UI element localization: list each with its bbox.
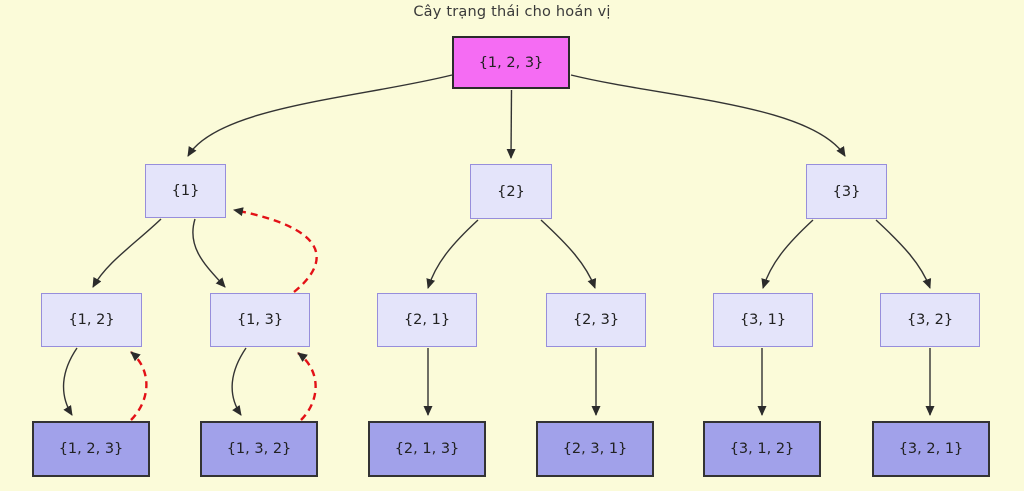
backtrack-edge-13-to-1: [233, 207, 318, 293]
edge-root-to-2: [506, 89, 516, 159]
leaf-3-2-1: {3, 2, 1}: [872, 421, 990, 477]
edge-1-to-12: [92, 218, 162, 288]
leaf-2-3-1: {2, 3, 1}: [536, 421, 654, 477]
edge-13-to-132: [231, 347, 247, 416]
node-2-1: {2, 1}: [377, 293, 477, 347]
edge-root-to-3: [570, 74, 846, 157]
leaf-1-2-3: {1, 2, 3}: [32, 421, 150, 477]
node-1-2: {1, 2}: [41, 293, 142, 347]
edge-2-to-23: [540, 219, 597, 289]
edge-3-to-31: [761, 219, 814, 289]
edge-3-to-32: [875, 219, 932, 289]
node-1-3: {1, 3}: [210, 293, 310, 347]
node-1: {1}: [145, 164, 226, 218]
node-3-1: {3, 1}: [713, 293, 813, 347]
leaf-3-1-2: {3, 1, 2}: [703, 421, 821, 477]
backtrack-edge-132-to-13: [297, 352, 317, 421]
edge-root-to-1: [187, 74, 453, 157]
edge-12-to-123: [62, 347, 78, 416]
diagram-title: Cây trạng thái cho hoán vị: [413, 4, 611, 20]
node-3: {3}: [806, 164, 887, 219]
leaf-2-1-3: {2, 1, 3}: [368, 421, 486, 477]
backtrack-edge-123-to-12: [130, 351, 148, 421]
node-2: {2}: [470, 164, 552, 219]
node-root: {1, 2, 3}: [452, 36, 570, 89]
node-3-2: {3, 2}: [880, 293, 980, 347]
edge-2-to-21: [426, 219, 479, 289]
edge-1-to-13: [192, 218, 226, 288]
leaf-1-3-2: {1, 3, 2}: [200, 421, 318, 477]
node-2-3: {2, 3}: [546, 293, 646, 347]
